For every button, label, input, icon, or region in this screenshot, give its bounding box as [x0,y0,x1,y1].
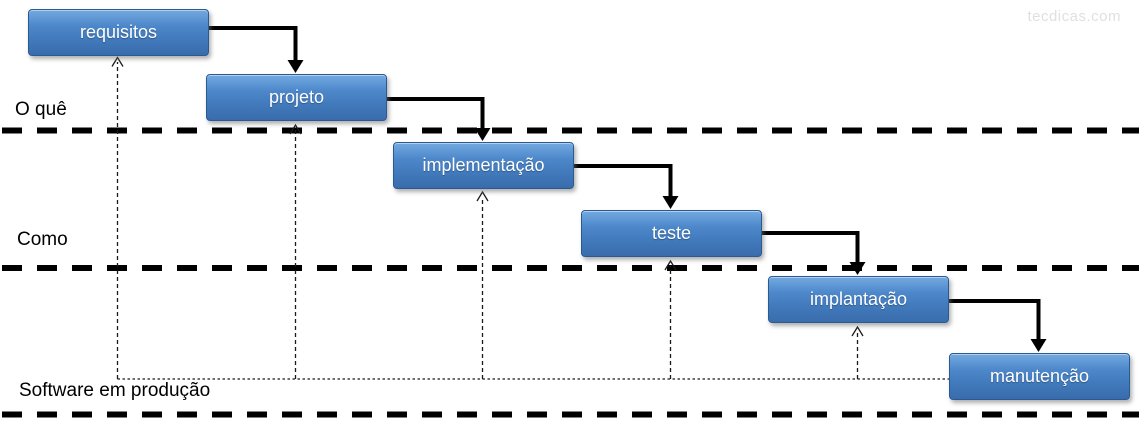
phase-label: implantação [809,289,908,309]
phase-label: projeto [268,87,325,107]
phase-label: requisitos [79,22,158,42]
phase-box-projeto: projeto [206,74,387,121]
flow-arrow-projeto-implementacao [386,97,491,141]
flow-arrow-implantacao-manutencao [947,299,1047,352]
flow-arrow-requisitos-projeto [205,26,304,73]
level-label-o-que: O quê [15,99,67,120]
phase-label: manutenção [989,366,1090,386]
level-label-software-em-producao: Software em produção [19,380,211,401]
flow-arrow-implementacao-teste [574,164,679,209]
phase-box-manutencao: manutenção [949,353,1130,400]
phase-box-implantacao: implantação [768,276,949,323]
level-label-como: Como [17,229,68,250]
phase-label: teste [651,223,692,243]
phase-label: implementação [422,155,545,175]
flow-arrow-teste-implantacao [762,231,866,275]
phase-box-implementacao: implementação [393,142,574,189]
feedback-arrow-projeto [289,123,302,379]
phase-box-requisitos: requisitos [28,9,209,56]
level-divider-lines [2,127,1139,418]
feedback-arrow-requisitos [111,56,124,379]
watermark: tecdicas.com [1027,8,1121,25]
feedback-arrow-teste [664,259,677,379]
flow-arrows [205,26,1047,352]
feedback-arrow-implantacao [851,325,864,379]
phase-box-teste: teste [581,210,762,257]
feedback-arrow-implementacao [476,190,489,379]
feedback-arrows [111,56,864,379]
